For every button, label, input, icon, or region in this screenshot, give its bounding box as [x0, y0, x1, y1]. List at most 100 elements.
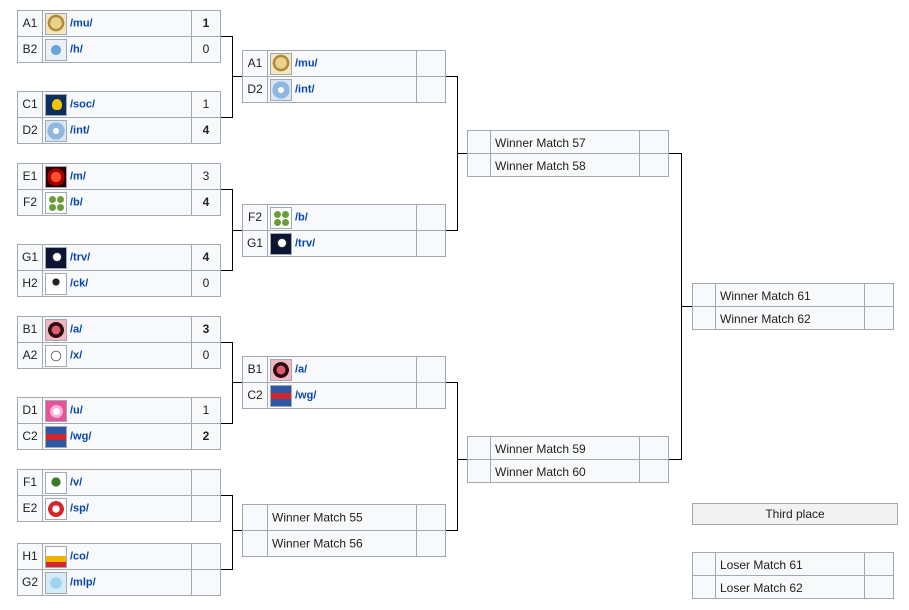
team-link[interactable]: /trv/ — [295, 237, 316, 250]
team-score — [416, 504, 446, 531]
board-logo-icon — [45, 399, 67, 422]
team-placeholder-label: Loser Match 62 — [720, 580, 803, 595]
team-cell: /mu/ — [267, 50, 417, 77]
team-cell: /a/ — [42, 316, 192, 343]
team-seed: B1 — [242, 356, 268, 383]
team-score — [416, 76, 446, 103]
team-cell: Loser Match 62 — [715, 575, 865, 599]
team-link[interactable]: /u/ — [70, 404, 83, 417]
team-link[interactable]: /m/ — [70, 170, 86, 183]
team-seed: H2 — [17, 270, 43, 297]
team-score — [191, 495, 221, 522]
team-link[interactable]: /wg/ — [70, 430, 92, 443]
team-cell: Winner Match 61 — [715, 283, 865, 307]
team-placeholder-label: Winner Match 58 — [495, 158, 586, 173]
third-place-title: Third place — [692, 503, 898, 525]
team-cell: /mu/ — [42, 10, 192, 37]
team-cell: /h/ — [42, 36, 192, 63]
bracket-connector-line — [446, 382, 458, 383]
board-logo-icon — [45, 12, 67, 35]
team-score: 1 — [191, 91, 221, 118]
team-score — [416, 204, 446, 231]
team-cell: /u/ — [42, 397, 192, 424]
board-logo-icon — [45, 571, 67, 594]
board-logo-icon — [45, 471, 67, 494]
team-placeholder-label: Winner Match 59 — [495, 441, 586, 456]
team-link[interactable]: /wg/ — [295, 389, 317, 402]
team-link[interactable]: /b/ — [70, 196, 83, 209]
team-link[interactable]: /co/ — [70, 550, 89, 563]
team-score — [864, 552, 894, 576]
team-link[interactable]: /ck/ — [70, 277, 89, 290]
team-link[interactable]: /int/ — [295, 83, 315, 96]
team-link[interactable]: /h/ — [70, 43, 83, 56]
team-link[interactable]: /int/ — [70, 124, 90, 137]
board-logo-icon — [45, 272, 67, 295]
team-seed — [467, 130, 491, 154]
team-link[interactable]: /v/ — [70, 476, 83, 489]
team-cell: Winner Match 58 — [490, 153, 640, 177]
team-seed: C2 — [17, 423, 43, 450]
team-placeholder-label: Winner Match 56 — [272, 536, 363, 551]
team-cell: /int/ — [267, 76, 417, 103]
bracket-connector-line — [446, 530, 458, 531]
team-placeholder-label: Winner Match 62 — [720, 311, 811, 326]
team-seed: D2 — [242, 76, 268, 103]
bracket-connector-line — [446, 76, 458, 77]
team-link[interactable]: /soc/ — [70, 98, 96, 111]
team-link[interactable]: /trv/ — [70, 251, 91, 264]
team-placeholder-label: Loser Match 61 — [720, 557, 803, 572]
team-seed — [242, 504, 268, 531]
team-link[interactable]: /sp/ — [70, 502, 89, 515]
board-logo-icon — [45, 497, 67, 520]
team-seed: H1 — [17, 543, 43, 570]
board-logo-icon — [45, 246, 67, 269]
team-seed: F2 — [242, 204, 268, 231]
bracket-connector-line — [221, 36, 233, 37]
team-cell: /soc/ — [42, 91, 192, 118]
team-link[interactable]: /x/ — [70, 349, 83, 362]
bracket-connector-line — [221, 189, 233, 190]
board-logo-icon — [270, 206, 292, 229]
team-seed: A2 — [17, 342, 43, 369]
team-seed: E1 — [17, 163, 43, 190]
team-link[interactable]: /a/ — [70, 323, 83, 336]
team-seed — [242, 530, 268, 557]
team-link[interactable]: /mlp/ — [70, 576, 96, 589]
bracket-connector-line — [221, 569, 233, 570]
team-cell: /trv/ — [267, 230, 417, 257]
team-placeholder-label: Winner Match 57 — [495, 135, 586, 150]
team-score: 4 — [191, 117, 221, 144]
team-link[interactable]: /mu/ — [70, 17, 93, 30]
team-seed — [692, 306, 716, 330]
team-link[interactable]: /b/ — [295, 211, 308, 224]
bracket-connector-line — [681, 306, 692, 307]
team-score: 3 — [191, 316, 221, 343]
team-seed: C1 — [17, 91, 43, 118]
team-score: 4 — [191, 189, 221, 216]
bracket-connector-line — [669, 153, 682, 154]
team-cell: /b/ — [42, 189, 192, 216]
team-seed — [692, 283, 716, 307]
team-score — [639, 153, 669, 177]
bracket-connector-line — [221, 117, 233, 118]
board-logo-icon — [270, 384, 292, 407]
team-seed — [467, 153, 491, 177]
team-score: 3 — [191, 163, 221, 190]
team-score — [416, 382, 446, 409]
board-logo-icon — [270, 78, 292, 101]
team-cell: /b/ — [267, 204, 417, 231]
team-seed — [692, 552, 716, 576]
team-placeholder-label: Winner Match 60 — [495, 464, 586, 479]
bracket-connector-line — [669, 459, 682, 460]
team-score — [864, 306, 894, 330]
team-placeholder-label: Winner Match 61 — [720, 288, 811, 303]
team-seed: B1 — [17, 316, 43, 343]
team-link[interactable]: /mu/ — [295, 57, 318, 70]
bracket-connector-line — [457, 382, 458, 531]
team-cell: /ck/ — [42, 270, 192, 297]
team-placeholder-label: Winner Match 55 — [272, 510, 363, 525]
team-seed: F1 — [17, 469, 43, 496]
team-score — [191, 543, 221, 570]
team-link[interactable]: /a/ — [295, 363, 308, 376]
